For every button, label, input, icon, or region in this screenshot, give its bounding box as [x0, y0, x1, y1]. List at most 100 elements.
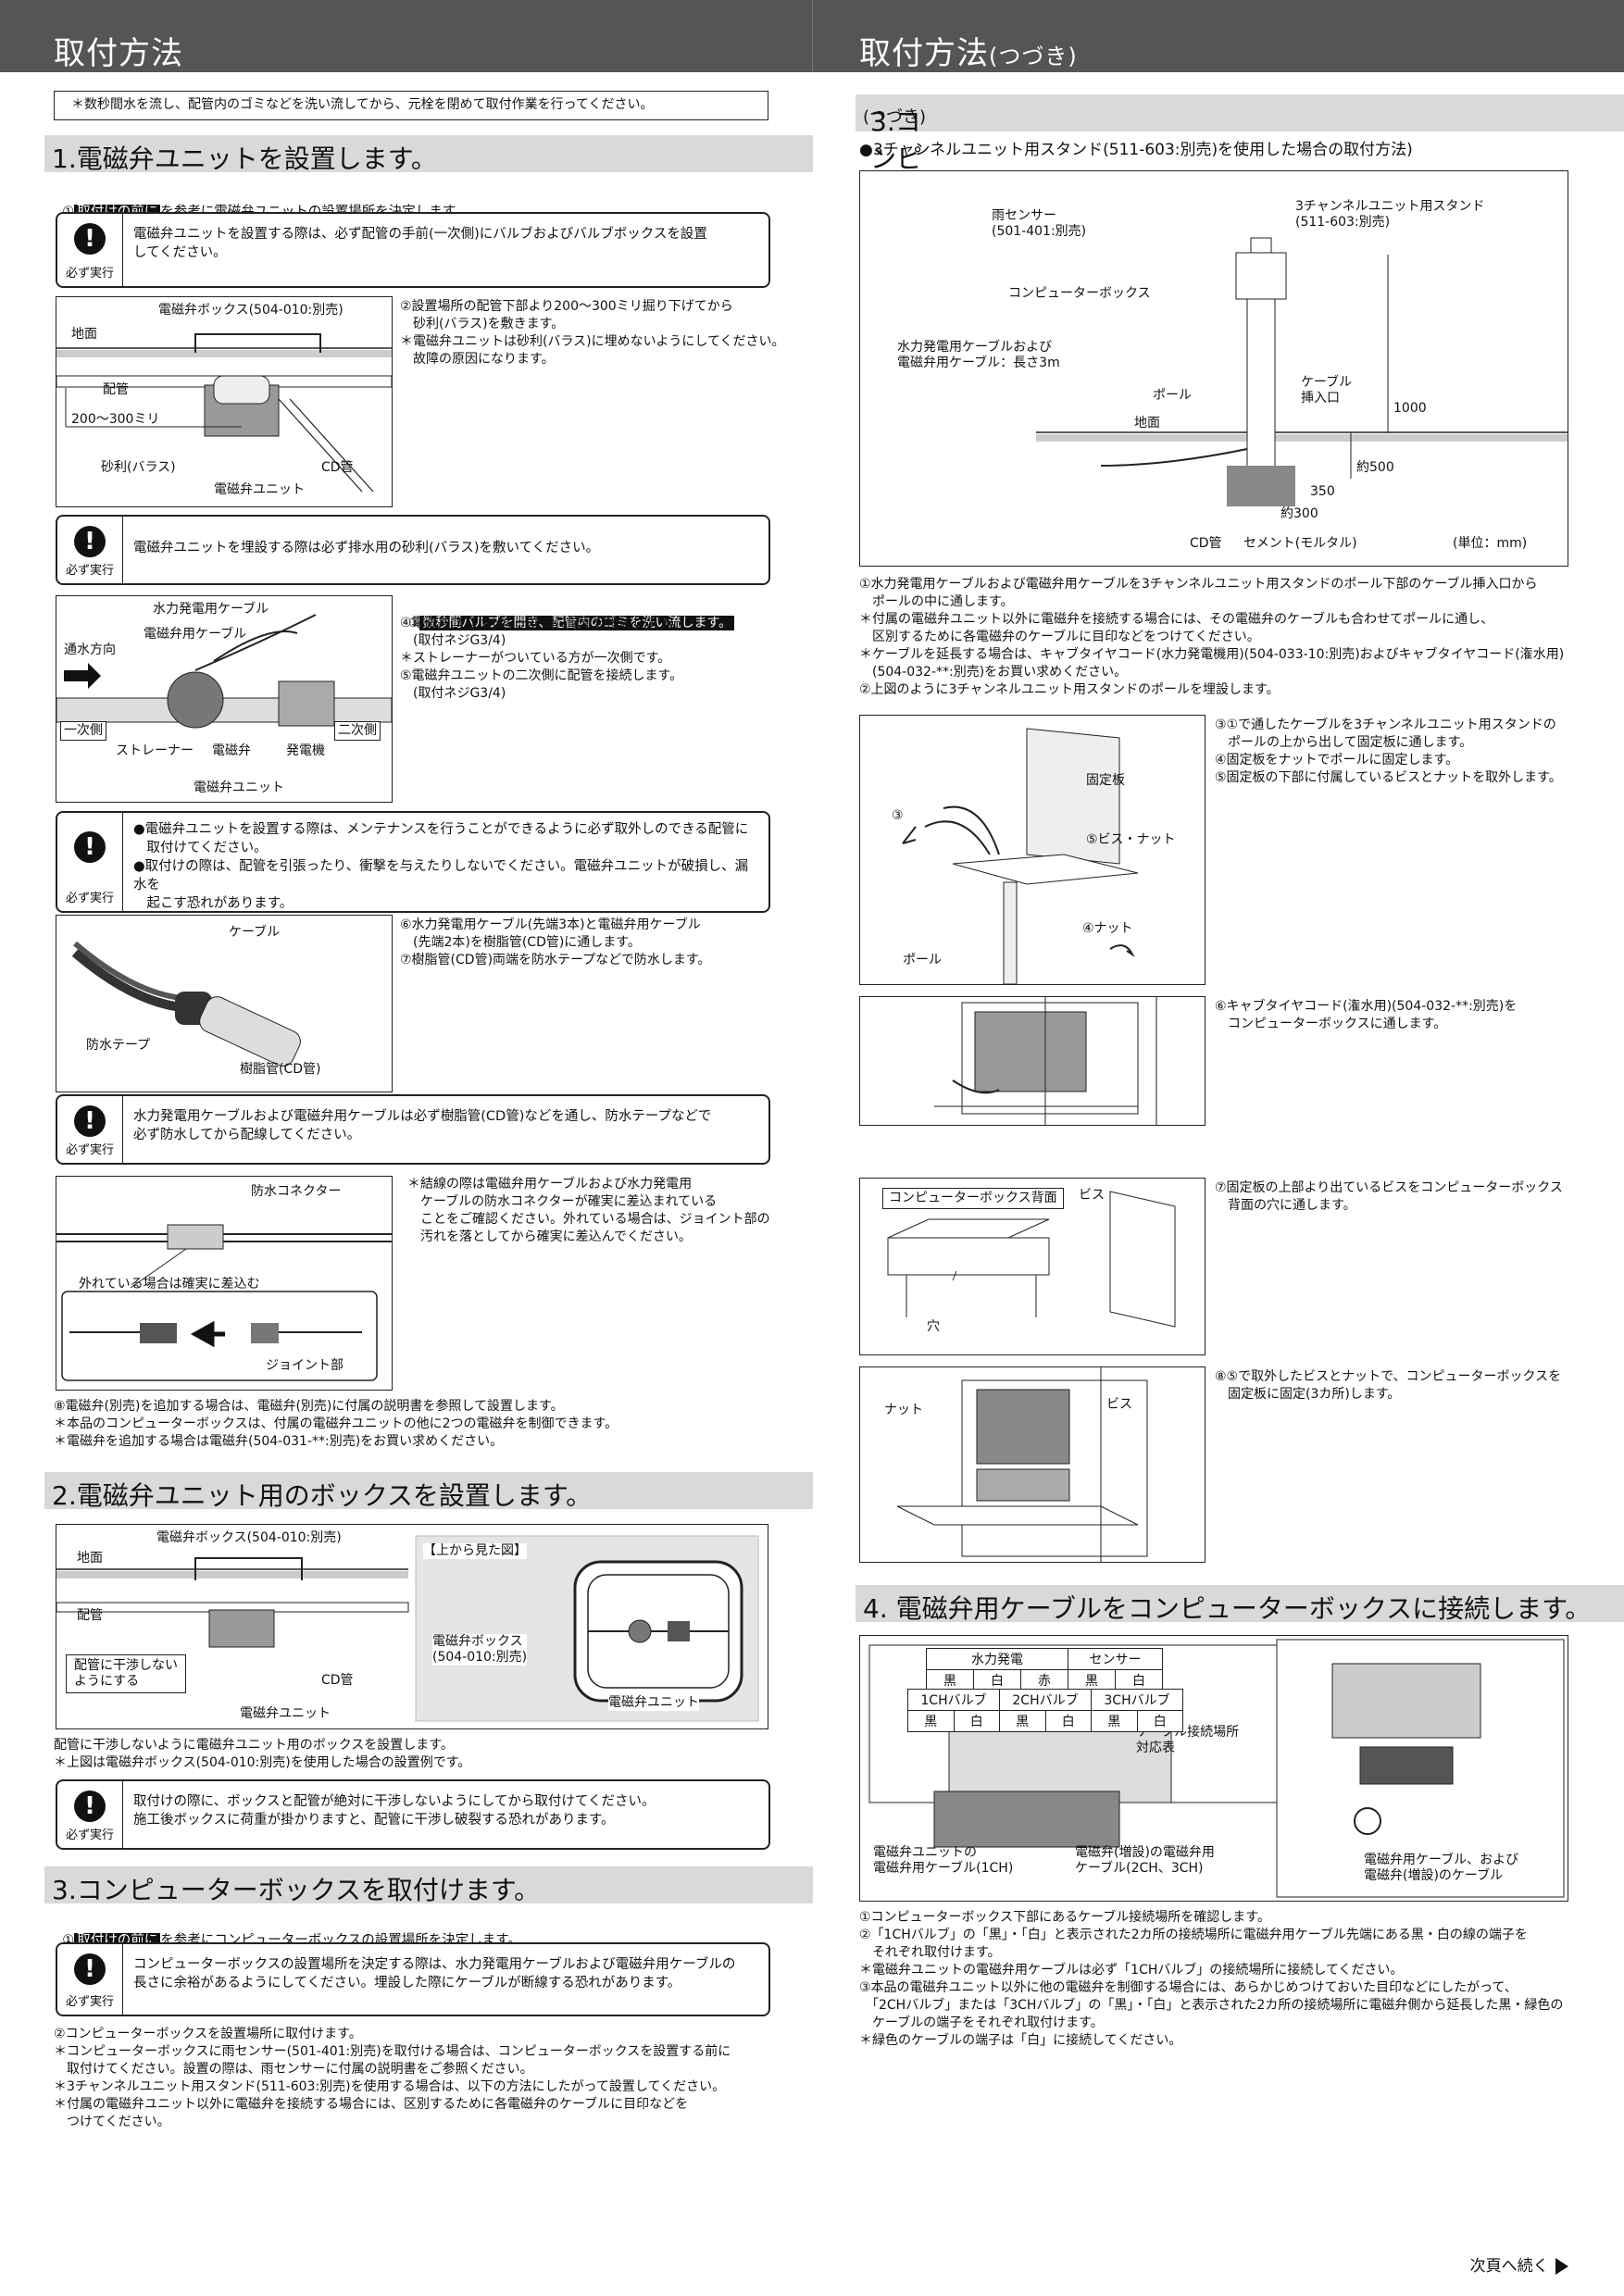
warning-text-6: コンピューターボックスの設置場所を決定する際は、水力発電用ケーブルおよび電磁弁用…: [133, 1957, 736, 1990]
section-3c-header: 3.コンピューターボックスを取付けます。(つづき): [856, 94, 1624, 470]
fixing-plate-drawing: [902, 728, 1139, 984]
warning-text-2: 電磁弁ユニットを埋設する際は必ず排水用の砂利(バラス)を敷いてください。: [133, 541, 600, 555]
table-header-1ch: 1CHバルブ: [907, 1689, 1000, 1711]
warning-text-3: ●電磁弁ユニットを設置する際は、メンテナンスを行うことができるように必ず取外しの…: [133, 822, 749, 911]
next-page[interactable]: 次頁へ続く: [1470, 2252, 1568, 2276]
valve-terminal-table: 1CHバルブ 2CHバルブ 3CHバルブ 黒 白 黒 白 黒 白: [907, 1689, 1183, 1732]
warning-box-2: ! 必ず実行 電磁弁ユニットを埋設する際は必ず排水用の砂利(バラス)を敷いてくださ…: [56, 515, 770, 585]
exclamation-icon: !: [74, 1791, 106, 1822]
s1-step3-num: ③: [407, 616, 420, 630]
section-4-title: 4. 電磁弁用ケーブルをコンピューターボックスに接続します。: [863, 1593, 1592, 1624]
section-3c-title: 3.コンピューターボックスを取付けます。(つづき): [863, 98, 927, 470]
section-3c-title-sub: (つづき): [863, 107, 927, 127]
label-computer-box: コンピューターボックス: [1008, 286, 1151, 301]
figure-valve-unit-connection: 水力発電用ケーブル 電磁弁用ケーブル 通水方向 一次側 二次側 ストレーナー 電…: [56, 595, 393, 803]
page-title-left: 取付方法: [54, 35, 183, 72]
label-cable: ケーブル: [229, 925, 281, 940]
figure-cabtire-cord: [859, 996, 1206, 1126]
label-stand: 3チャンネルユニット用スタンド (511-603:別売): [1295, 199, 1485, 230]
label-screw: ビス: [1079, 1188, 1105, 1203]
s1-step3-tag: 数秒間バルブを開き、配管内のゴミを洗い流します。: [419, 616, 735, 630]
box-back-drawing: [887, 1191, 1176, 1328]
s3c-body1: ①水力発電用ケーブルおよび電磁弁用ケーブルを3チャンネルユニット用スタンドのポー…: [859, 577, 1565, 697]
label-pipe: 配管: [103, 382, 129, 397]
figure-box-fix: ナット ビス: [859, 1366, 1206, 1563]
arrow-right-icon: [1555, 2258, 1568, 2275]
left-header: 取付方法: [0, 0, 812, 72]
label-height-350: 350: [1310, 484, 1335, 499]
label-height-1000: 1000: [1393, 401, 1427, 416]
s1-step8: ⑧電磁弁(別売)を追加する場合は、電磁弁(別売)に付属の説明書を参照して設置しま…: [54, 1399, 618, 1449]
table-cell: 黒: [926, 1669, 974, 1691]
stand-install-drawing: [1036, 237, 1568, 506]
label-valve-unit: 電磁弁ユニット: [214, 482, 305, 497]
label-generator: 発電機: [286, 743, 325, 758]
table-cell: 白: [1136, 1710, 1183, 1732]
table-cell: 白: [953, 1710, 1000, 1732]
warning-label: 必ず実行: [65, 892, 114, 905]
connector-drawing: [56, 1224, 392, 1381]
warning-label: 必ず実行: [65, 267, 114, 281]
label-no-interference: 配管に干渉しない ようにする: [66, 1654, 186, 1693]
terminal-map-table: 水力発電 センサー 黒 白 赤 黒 白: [926, 1648, 1163, 1691]
s3c-step3-5: ③①で通したケーブルを3チャンネルユニット用スタンドの ポールの上から出して固定…: [1215, 718, 1562, 785]
label-cable-inlet: ケーブル 挿入口: [1301, 375, 1353, 406]
warning-box-1: !必ず実行 電磁弁ユニットを設置する際は、必ず配管の手前(一次側)にバルブおよび…: [56, 212, 770, 288]
label-box-back: コンピューターボックス背面: [882, 1188, 1064, 1209]
warning-label: 必ず実行: [65, 1143, 114, 1157]
label-pole-2: ポール: [903, 953, 942, 967]
label-gravel: 砂利(バラス): [101, 460, 176, 475]
label-strainer: ストレーナー: [116, 743, 194, 758]
label-rain-sensor: 雨センサー (501-401:別売): [992, 208, 1087, 239]
s3-body: ②コンピューターボックスを設置場所に取付けます。 ＊コンピューターボックスに雨セ…: [54, 2027, 731, 2129]
warning-icon-col: !必ず実行: [57, 1096, 123, 1163]
label-screw-2: ビス: [1106, 1397, 1132, 1412]
table-header-2ch: 2CHバルブ: [999, 1689, 1092, 1711]
exclamation-icon: !: [74, 526, 106, 557]
s1-step6-7: ⑥水力発電用ケーブル(先端3本)と電磁弁用ケーブル (先端2本)を樹脂管(CD管…: [400, 917, 711, 967]
label-ground-2: 地面: [77, 1551, 103, 1566]
table-cell: 白: [1115, 1669, 1163, 1691]
label-valve: 電磁弁: [212, 743, 251, 758]
label-hole: 穴: [927, 1319, 940, 1334]
label-valve-cable: 電磁弁用ケーブル: [144, 627, 247, 642]
table-cell: 黒: [1068, 1669, 1116, 1691]
page-title-right-sub: (つづき): [989, 44, 1078, 69]
section-3-title: 3.コンピューターボックスを取付けます。: [52, 1875, 541, 1905]
s1-connector-note: ＊結線の際は電磁弁用ケーブルおよび水力発電用 ケーブルの防水コネクターが確実に差…: [407, 1177, 770, 1244]
label-pole: ポール: [1153, 388, 1192, 403]
table-cell: 赤: [1020, 1669, 1068, 1691]
warning-box-5: !必ず実行 取付けの際に、ボックスと配管が絶対に干渉しないようにしてから取付けて…: [56, 1779, 770, 1850]
label-waterproof-connector: 防水コネクター: [251, 1184, 342, 1199]
page-title-right: 取付方法(つづき): [859, 28, 1078, 73]
label-joint: ジョイント部: [266, 1358, 344, 1373]
label-unit-cable-1ch: 電磁弁ユニットの 電磁弁用ケーブル(1CH): [873, 1845, 1014, 1876]
label-nut: ④ナット: [1082, 921, 1133, 936]
label-flow-dir: 通水方向: [64, 643, 116, 657]
s3c-subhead: ●3チャンネルユニット用スタンド(511-603:別売)を使用した場合の取付方法…: [859, 141, 1413, 159]
label-fixing-plate: 固定板: [1086, 773, 1125, 788]
figure-cd-pipe: ケーブル 防水テープ 樹脂管(CD管): [56, 915, 393, 1092]
warning-icon-col: ! 必ず実行: [57, 517, 123, 583]
s3c-step7: ⑦固定板の上部より出ているビスをコンピューターボックス 背面の穴に通します。: [1215, 1180, 1563, 1213]
section-2-title: 2.電磁弁ユニット用のボックスを設置します。: [52, 1480, 593, 1511]
label-add-cable: 電磁弁(増設)の電磁弁用 ケーブル(2CH、3CH): [1075, 1845, 1215, 1876]
warning-label: 必ず実行: [65, 564, 114, 578]
section-4-header: 4. 電磁弁用ケーブルをコンピューターボックスに接続します。: [856, 1585, 1624, 1624]
exclamation-icon: !: [74, 223, 106, 255]
warning-icon-col: !必ず実行: [57, 1781, 123, 1848]
page-title-right-main: 取付方法: [859, 35, 989, 72]
warning-icon-col: ! 必ず実行: [57, 214, 123, 286]
table-header-sensor: センサー: [1068, 1648, 1163, 1670]
next-page-label: 次頁へ続く: [1469, 2257, 1549, 2276]
table-cell: 黒: [907, 1710, 955, 1732]
section-2-header: 2.電磁弁ユニット用のボックスを設置します。: [44, 1472, 813, 1511]
section-3-header: 3.コンピューターボックスを取付けます。: [44, 1866, 813, 1905]
label-waterproof-tape: 防水テープ: [86, 1038, 151, 1053]
table-cell: 黒: [999, 1710, 1046, 1732]
label-top-view: 【上から見た図】: [423, 1543, 527, 1559]
label-secondary: 二次側: [334, 721, 381, 741]
s1-step2: ②設置場所の配管下部より200～300ミリ掘り下げてから 砂利(バラス)を敷きま…: [400, 299, 785, 367]
table-cell: 黒: [1091, 1710, 1138, 1732]
valve-box-install-drawing: [56, 333, 392, 493]
